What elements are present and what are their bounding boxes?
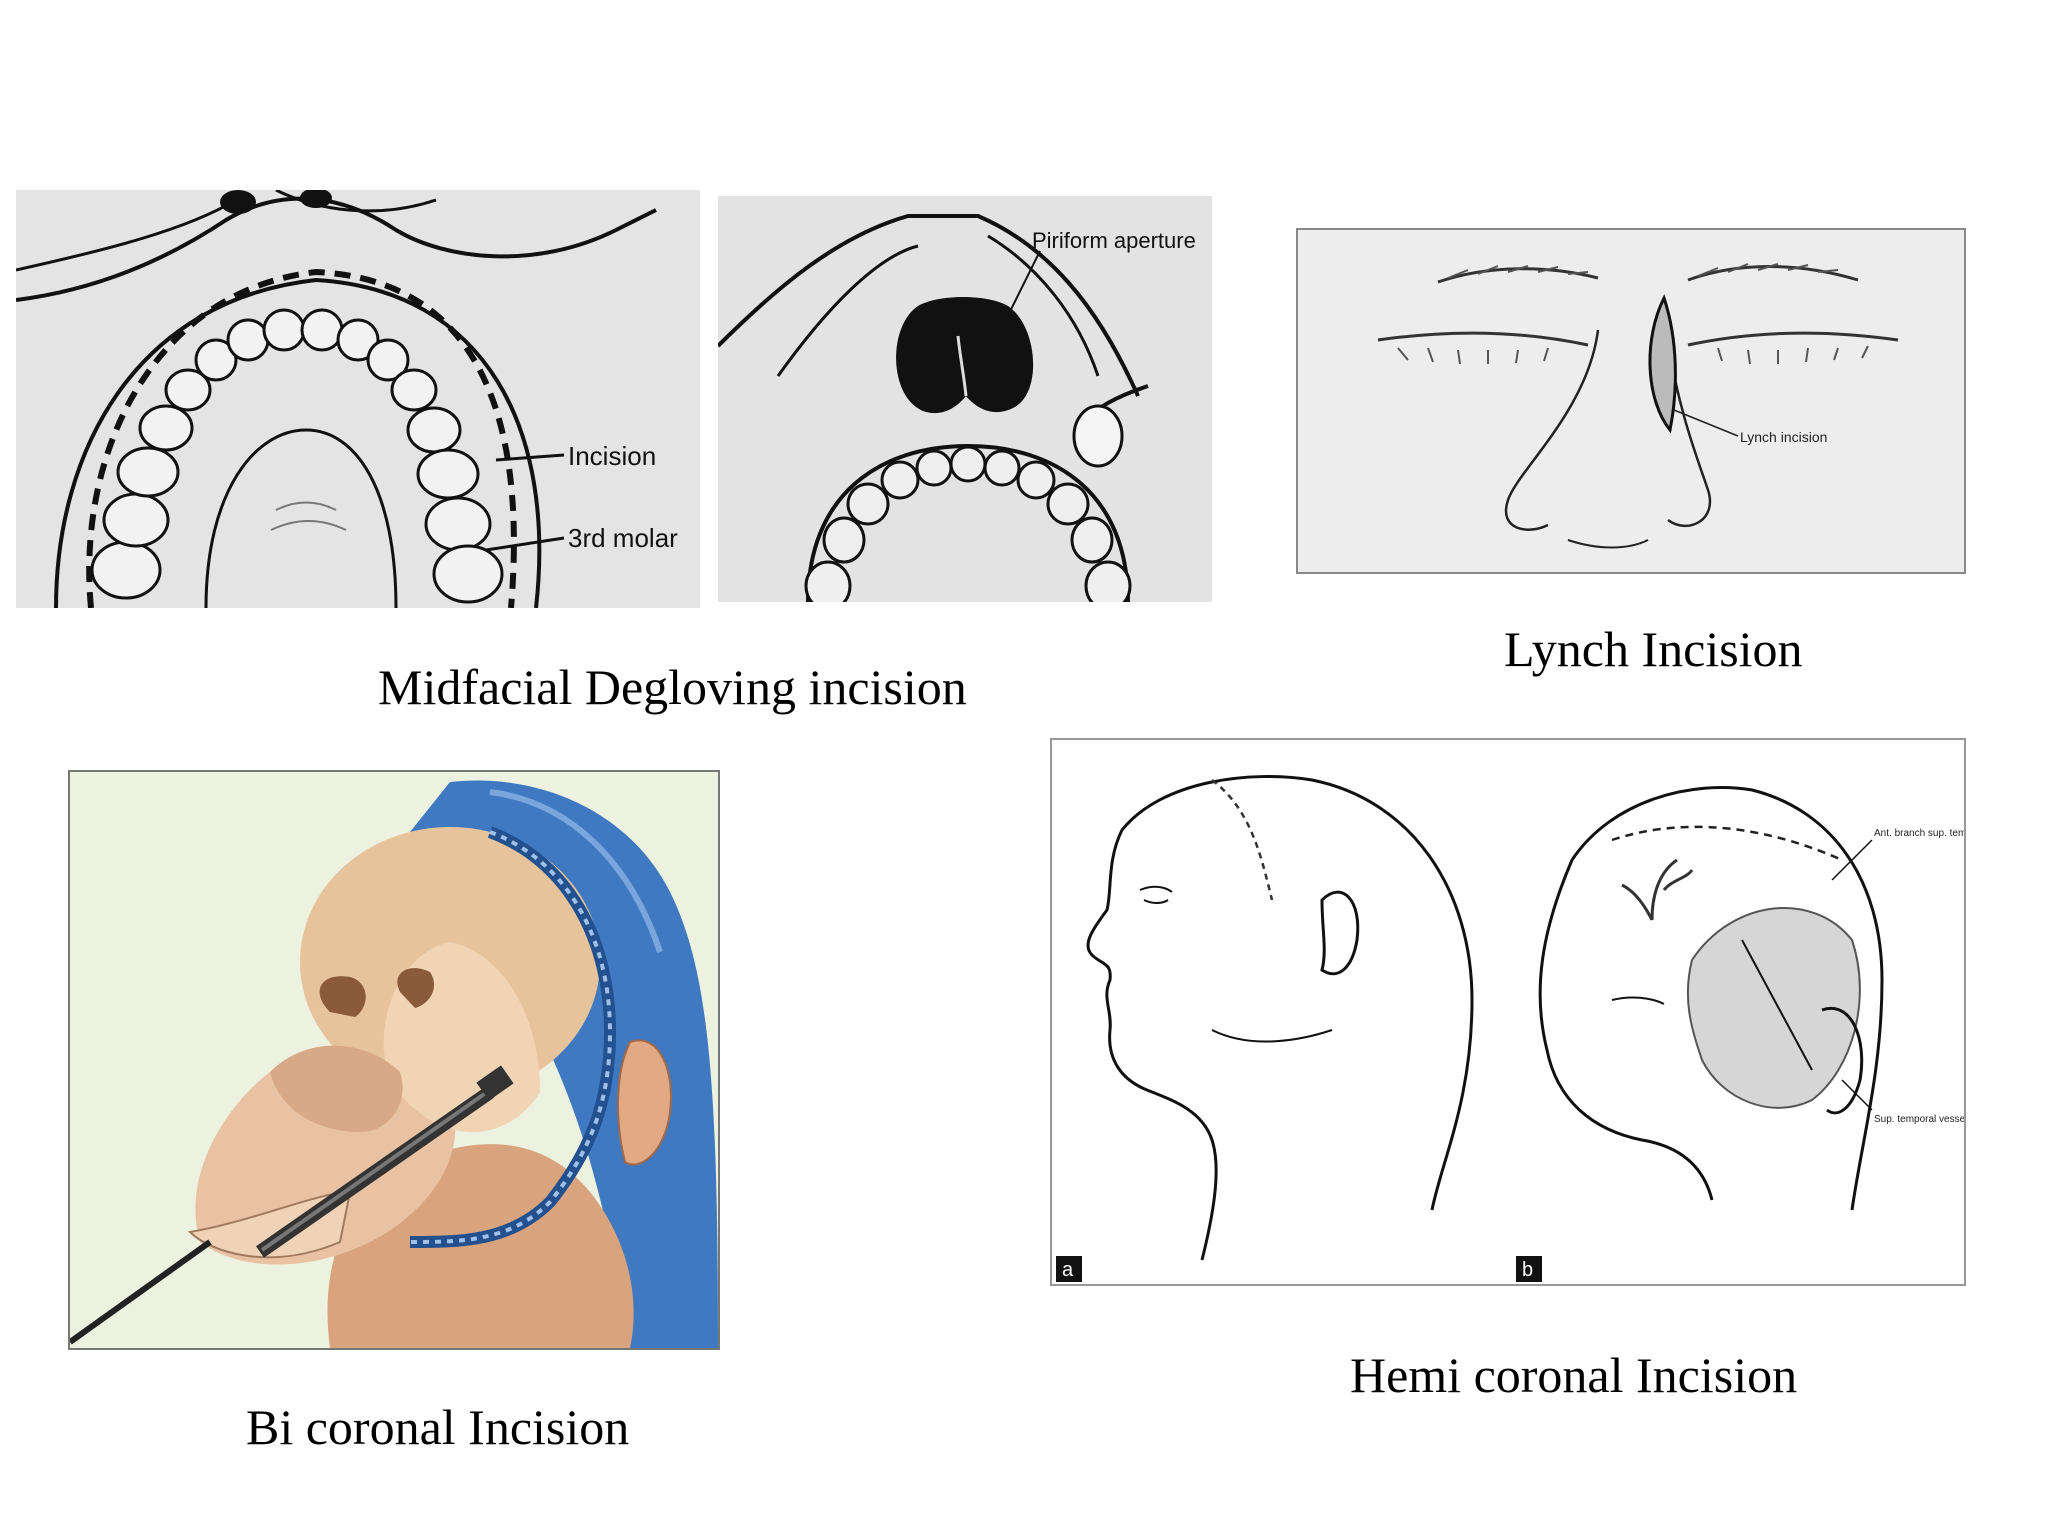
caption-bicoronal-incision: Bi coronal Incision [246, 1399, 630, 1455]
piriform-label: Piriform aperture [1032, 228, 1196, 253]
midfacial-arch-illustration: Incision 3rd molar [16, 190, 700, 608]
bicoronal-incision-illustration [68, 770, 720, 1350]
hemi-note-2: Sup. temporal vessels [1874, 1114, 1964, 1125]
piriform-aperture-illustration: Piriform aperture [718, 196, 1212, 602]
incision-label: Incision [568, 441, 656, 471]
maxillary-arch-drawing: Incision 3rd molar [16, 190, 700, 608]
hemi-note-1: Ant. branch sup. temporal a. [1874, 828, 1964, 839]
panel-a-label: a [1062, 1259, 1074, 1281]
piriform-drawing: Piriform aperture [718, 196, 1212, 602]
panel-b-label: b [1522, 1259, 1533, 1281]
caption-hemicoronal-incision: Hemi coronal Incision [1350, 1347, 1798, 1403]
caption-lynch-incision: Lynch Incision [1504, 621, 1803, 677]
bicoronal-head-drawing [70, 772, 718, 1348]
hemicoronal-incision-illustration: Ant. branch sup. temporal a. Sup. tempor… [1050, 738, 1966, 1286]
lynch-face-drawing: Lynch incision [1298, 230, 1964, 572]
lynch-figure-label: Lynch incision [1740, 429, 1827, 445]
caption-midfacial-degloving: Midfacial Degloving incision [378, 659, 967, 715]
third-molar-label: 3rd molar [568, 523, 678, 553]
hemicoronal-heads-drawing: Ant. branch sup. temporal a. Sup. tempor… [1052, 740, 1964, 1284]
lynch-incision-illustration: Lynch incision [1296, 228, 1966, 574]
